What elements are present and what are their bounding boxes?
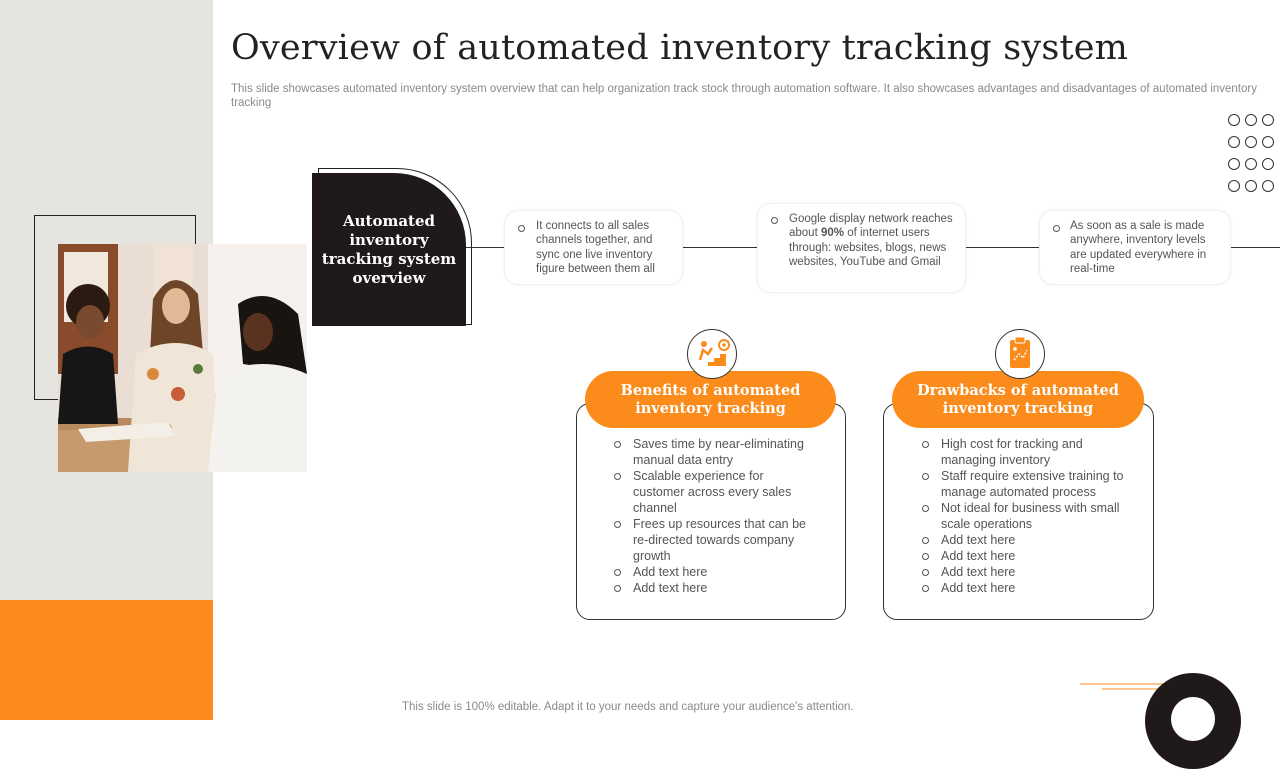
list-item: Add text here <box>922 532 1127 548</box>
clipboard-strategy-icon <box>995 329 1045 379</box>
dot-icon <box>1262 158 1274 170</box>
growth-stairs-icon <box>687 329 737 379</box>
dot-icon <box>1245 114 1257 126</box>
connector-line <box>466 247 504 248</box>
dot-icon <box>1245 136 1257 148</box>
dot-icon <box>1228 136 1240 148</box>
footer-note: This slide is 100% editable. Adapt it to… <box>402 701 854 713</box>
card-text-part: Google display network reaches about <box>789 213 953 240</box>
benefits-card <box>576 403 846 620</box>
dot-icon <box>1228 114 1240 126</box>
list-item: Add text here <box>922 580 1127 596</box>
list-item: Staff require extensive training to mana… <box>922 468 1127 500</box>
dot-icon <box>1262 136 1274 148</box>
drawbacks-heading: Drawbacks of automated inventory trackin… <box>917 381 1119 417</box>
feature-card-text: It connects to all sales channels togeth… <box>536 220 655 276</box>
feature-card-text: As soon as a sale is made anywhere, inve… <box>1070 220 1207 276</box>
dot-icon <box>1262 180 1274 192</box>
feature-card-2: Google display network reaches about 90%… <box>757 203 966 293</box>
list-item: Add text here <box>614 580 814 596</box>
dot-icon <box>1262 114 1274 126</box>
benefits-list: Saves time by near-eliminating manual da… <box>614 436 814 596</box>
slide-subtitle: This slide showcases automated inventory… <box>231 83 1257 109</box>
list-item: High cost for tracking and managing inve… <box>922 436 1127 468</box>
benefits-heading-pill: Benefits of automated inventory tracking <box>585 371 836 428</box>
overview-label: Automated inventory tracking system over… <box>321 211 457 287</box>
list-item: Add text here <box>922 548 1127 564</box>
card-text-bold: 90% <box>820 227 845 240</box>
overview-label-box: Automated inventory tracking system over… <box>312 173 466 326</box>
list-item: Frees up resources that can be re-direct… <box>614 516 814 564</box>
drawbacks-heading-pill: Drawbacks of automated inventory trackin… <box>892 371 1144 428</box>
decorative-ring <box>1145 673 1241 769</box>
connector-line <box>683 247 757 248</box>
feature-card-1: It connects to all sales channels togeth… <box>504 210 683 285</box>
benefits-heading: Benefits of automated inventory tracking <box>620 381 801 417</box>
dot-icon <box>1245 180 1257 192</box>
feature-card-text: Google display network reaches about 90%… <box>789 212 957 270</box>
slide-title: Overview of automated inventory tracking… <box>231 28 1129 68</box>
list-item: Not ideal for business with small scale … <box>922 500 1127 532</box>
list-item: Add text here <box>614 564 814 580</box>
dot-icon <box>1228 180 1240 192</box>
connector-line <box>966 247 1039 248</box>
bullet-icon <box>518 225 525 232</box>
bullet-icon <box>1053 225 1060 232</box>
team-photo <box>58 244 307 472</box>
list-item: Saves time by near-eliminating manual da… <box>614 436 814 468</box>
dot-icon <box>1245 158 1257 170</box>
left-orange-block <box>0 600 213 720</box>
drawbacks-list: High cost for tracking and managing inve… <box>922 436 1127 596</box>
connector-line <box>1231 247 1280 248</box>
list-item: Scalable experience for customer across … <box>614 468 814 516</box>
feature-card-3: As soon as a sale is made anywhere, inve… <box>1039 210 1231 285</box>
card-text-part: of internet users through: websites, blo… <box>789 227 947 269</box>
bullet-icon <box>771 217 778 224</box>
list-item: Add text here <box>922 564 1127 580</box>
dot-icon <box>1228 158 1240 170</box>
